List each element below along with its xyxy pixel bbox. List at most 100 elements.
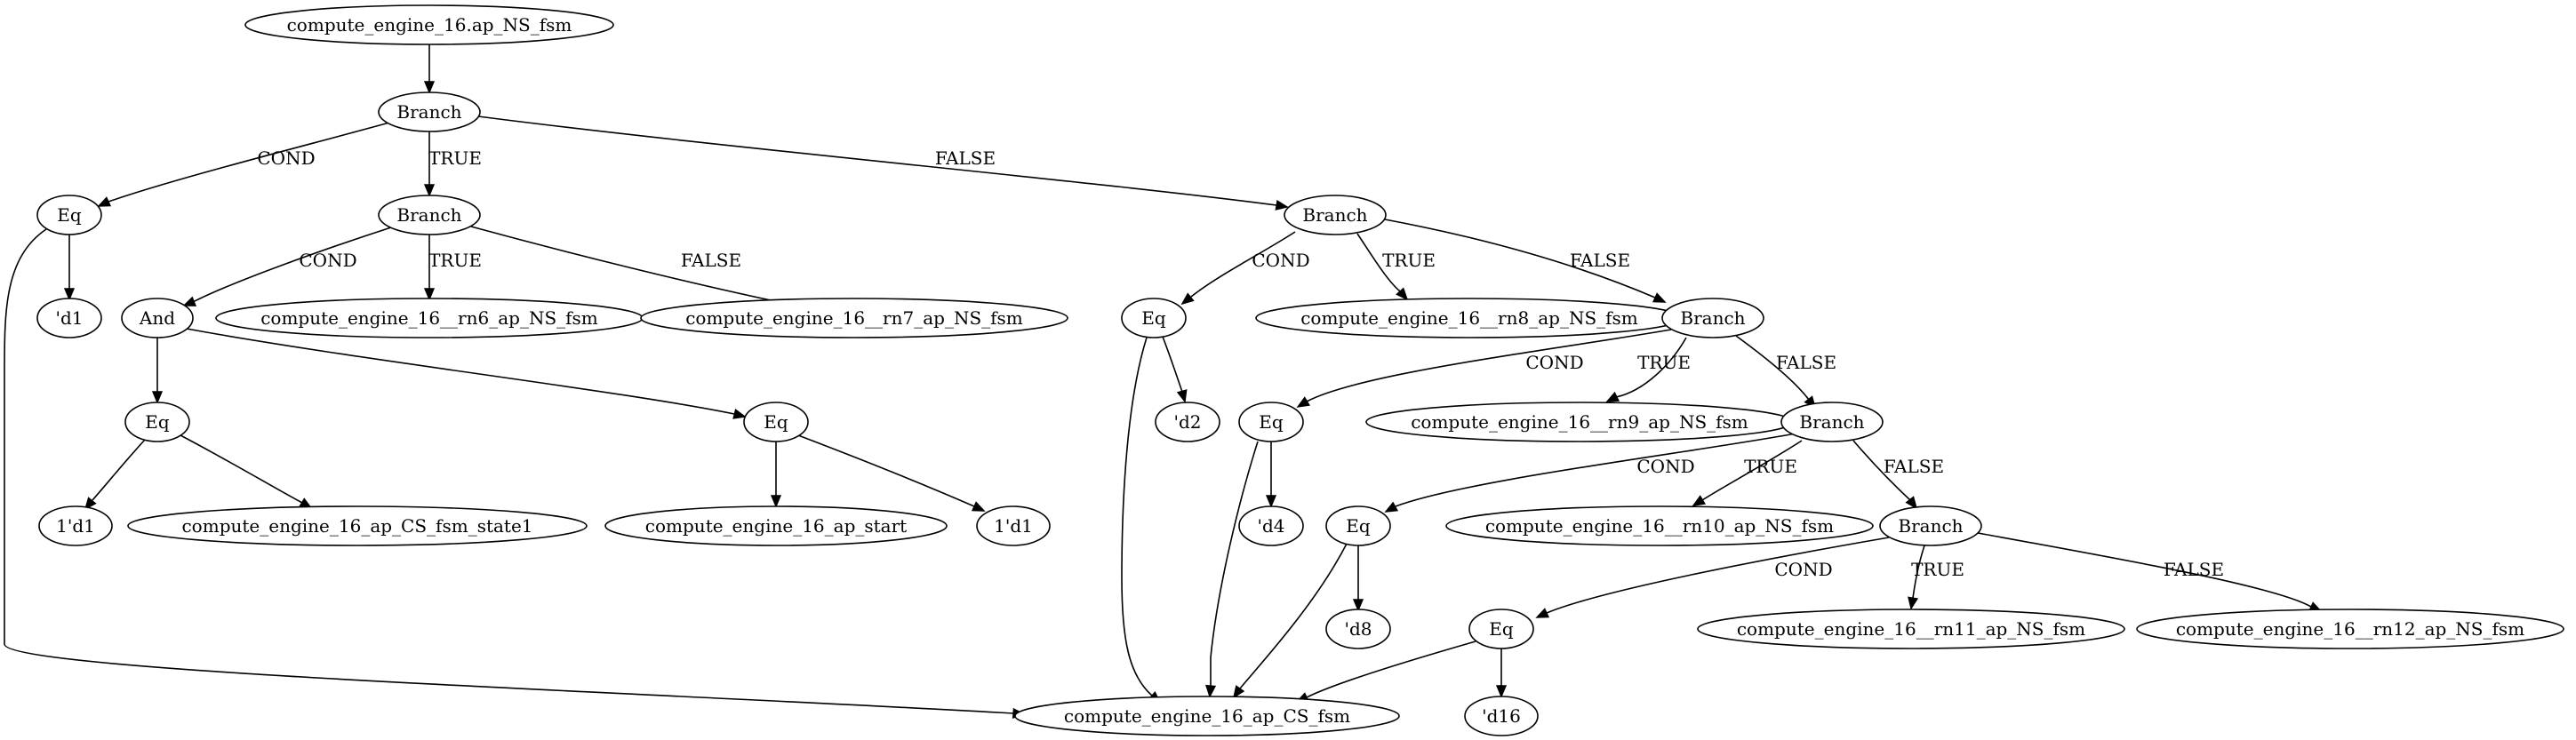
edge-eq6-to-cs_fsm — [1232, 543, 1348, 699]
node-label: compute_engine_16_ap_start — [645, 515, 907, 537]
node-ellipse — [36, 298, 102, 338]
edge-label: FALSE — [1884, 456, 1944, 477]
node-cs_fsm: compute_engine_16_ap_CS_fsm — [1014, 696, 1400, 736]
node-ellipse — [2136, 609, 2564, 649]
node-label: Branch — [396, 101, 461, 123]
edge-label: TRUE — [428, 147, 482, 169]
node-label: Branch — [1898, 515, 1963, 537]
edge-label: TRUE — [428, 250, 482, 271]
arrowhead — [1495, 685, 1508, 698]
edge-line — [1852, 440, 1911, 501]
edge-label: TRUE — [1382, 250, 1436, 271]
edge-line — [797, 434, 975, 507]
node-label: 'd8 — [1344, 618, 1372, 640]
edge-eq7-to-cs_fsm — [1295, 641, 1476, 703]
node-ellipse — [1325, 505, 1391, 546]
node-label: compute_engine_16__rn12_ap_NS_fsm — [2176, 618, 2524, 640]
node-ellipse — [1121, 298, 1187, 338]
edge-label: FALSE — [935, 147, 996, 169]
arrowhead — [1384, 501, 1399, 513]
edge-line — [1384, 219, 1656, 298]
node-label: compute_engine_16__rn7_ap_NS_fsm — [685, 307, 1023, 329]
node-label: compute_engine_16__rn11_ap_NS_fsm — [1737, 618, 2085, 640]
arrowhead — [732, 409, 747, 419]
node-label: Eq — [1346, 515, 1371, 537]
arrowhead — [1652, 292, 1667, 303]
node-ellipse — [1464, 696, 1539, 736]
edge-br3-to-br4: FALSE — [1384, 219, 1667, 303]
node-ellipse — [1697, 609, 2125, 649]
node-label: Eq — [145, 411, 170, 433]
edge-line — [1977, 532, 2312, 608]
node-br2: Branch — [378, 195, 481, 235]
arrowhead — [423, 81, 436, 94]
node-ellipse — [378, 195, 481, 235]
edge-eq1-to-d1 — [63, 235, 76, 301]
node-label: Branch — [1680, 307, 1745, 329]
node-label: Eq — [1141, 307, 1166, 329]
edge-label: COND — [1252, 250, 1309, 271]
arrowhead — [63, 288, 76, 301]
arrowhead — [1205, 684, 1217, 698]
edge-label: FALSE — [1776, 352, 1836, 373]
node-rn12: compute_engine_16__rn12_ap_NS_fsm — [2136, 609, 2564, 649]
edge-root-to-br1 — [423, 44, 436, 94]
edge-br1-to-br2: TRUE — [423, 131, 482, 197]
node-label: 'd4 — [1257, 515, 1284, 537]
arrowhead — [84, 497, 97, 511]
edge-eq2-to-cs_fsm — [1121, 337, 1162, 704]
edge-line — [1306, 329, 1672, 402]
edge-line — [470, 226, 788, 305]
arrowhead — [1396, 287, 1409, 301]
node-d8: 'd8 — [1325, 609, 1391, 649]
edge-line — [108, 122, 390, 203]
edge-eq3-to-one_d1_a — [84, 439, 146, 511]
edge-br1-to-eq1: COND — [97, 122, 390, 207]
arrowhead — [1180, 292, 1195, 306]
edge-br6-to-rn12: FALSE — [1977, 532, 2323, 612]
edge-label: COND — [1525, 352, 1583, 373]
node-br1: Branch — [378, 92, 481, 132]
edge-line — [186, 328, 735, 415]
edge-br6-to-rn11: TRUE — [1908, 545, 1964, 610]
arrowhead — [1275, 199, 1289, 211]
arrowhead — [1352, 599, 1364, 612]
node-label: Branch — [1302, 204, 1367, 226]
edge-and1-to-eq3 — [151, 338, 164, 404]
node-label: Branch — [1799, 411, 1864, 433]
edge-and1-to-eq4 — [186, 328, 747, 419]
node-eq1: Eq — [36, 195, 102, 235]
node-eq7: Eq — [1468, 609, 1534, 649]
arrowhead — [423, 288, 436, 301]
edge-eq7-to-d16 — [1495, 648, 1508, 698]
node-d4: 'd4 — [1238, 505, 1304, 546]
edge-line — [1735, 335, 1810, 401]
node-label: Eq — [57, 204, 82, 226]
edge-line — [92, 439, 146, 501]
edge-label: TRUE — [1911, 559, 1964, 580]
node-eq6: Eq — [1325, 505, 1391, 546]
edge-eq4-to-one_d1_b — [797, 434, 986, 512]
node-label: 'd1 — [55, 307, 83, 329]
edge-label: COND — [1636, 456, 1694, 477]
node-d16: 'd16 — [1464, 696, 1539, 736]
arrowhead — [182, 296, 197, 306]
node-ellipse — [1468, 609, 1534, 649]
edge-br5-to-br6: FALSE — [1852, 440, 1944, 510]
edge-line — [192, 227, 392, 303]
node-one_d1_b: 1'd1 — [976, 505, 1051, 546]
edge-br6-to-eq7: COND — [1535, 537, 1890, 618]
node-label: compute_engine_16_ap_CS_fsm_state1 — [181, 515, 532, 537]
edge-br3-to-rn8: TRUE — [1356, 233, 1436, 301]
edge-label: COND — [1774, 559, 1832, 580]
edge-label: FALSE — [681, 250, 741, 271]
node-ellipse — [743, 402, 809, 442]
arrowhead — [1176, 389, 1188, 403]
node-rn9: compute_engine_16__rn9_ap_NS_fsm — [1365, 402, 1794, 442]
node-one_d1_a: 1'd1 — [38, 505, 113, 546]
node-ellipse — [121, 298, 194, 338]
node-rn11: compute_engine_16__rn11_ap_NS_fsm — [1697, 609, 2125, 649]
node-eq4: Eq — [743, 402, 809, 442]
edge-line — [1356, 233, 1401, 292]
